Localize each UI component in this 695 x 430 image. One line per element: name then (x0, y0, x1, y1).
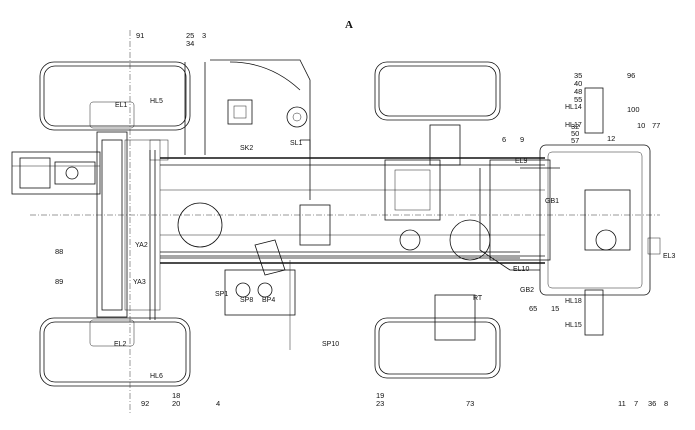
wheel-front-right (374, 317, 501, 379)
label-GB2: GB2 (520, 287, 534, 294)
callout-11: 11 (618, 399, 626, 408)
label-EL9: EL9 (515, 158, 528, 165)
label-SK2: SK2 (240, 145, 253, 152)
wheel-front-left (374, 61, 501, 121)
wheel-rear-right (39, 317, 191, 387)
view-title: A (345, 19, 353, 31)
label-YA3: YA3 (133, 279, 146, 286)
callout-8: 8 (664, 399, 668, 408)
frame (30, 30, 660, 415)
label-EL1: EL1 (115, 102, 128, 109)
callout-12: 12 (607, 134, 615, 143)
callout-10: 10 (637, 121, 645, 130)
label-RT: RT (473, 295, 483, 302)
cab-deck (149, 59, 311, 161)
callout-34: 34 (186, 39, 194, 48)
callout-91: 91 (136, 31, 144, 40)
callout-55: 55 (574, 95, 582, 104)
callout-18: 18 (172, 391, 180, 400)
callout-48: 48 (574, 87, 582, 96)
callout-4: 4 (216, 399, 220, 408)
callout-96: 96 (627, 71, 635, 80)
callout-88: 88 (55, 247, 63, 256)
front-section (539, 87, 661, 336)
label-HL18: HL18 (565, 298, 582, 305)
callout-50: 50 (571, 129, 579, 138)
label-HL5: HL5 (150, 98, 163, 105)
callout-36: 36 (648, 399, 656, 408)
callout-32: 32 (571, 122, 579, 131)
callout-6: 6 (502, 135, 506, 144)
callout-77: 77 (652, 121, 660, 130)
label-SP8: SP8 (240, 297, 253, 304)
label-BP4: BP4 (262, 297, 275, 304)
label-HL14: HL14 (565, 104, 582, 111)
label-SP10: SP10 (322, 341, 339, 348)
callout-3: 3 (202, 31, 206, 40)
label-EL2: EL2 (114, 341, 127, 348)
label-HL15: HL15 (565, 322, 582, 329)
callout-15: 15 (551, 304, 559, 313)
callout-92: 92 (141, 399, 149, 408)
callout-9: 9 (520, 135, 524, 144)
rear-axle (96, 131, 161, 318)
callout-20: 20 (172, 399, 180, 408)
label-SP1: SP1 (215, 291, 228, 298)
callout-25: 25 (186, 31, 194, 40)
wheel-rear-left (39, 61, 191, 131)
callout-57: 57 (571, 136, 579, 145)
label-EL3: EL3 (663, 253, 676, 260)
callout-100: 100 (627, 105, 640, 114)
callout-23: 23 (376, 399, 384, 408)
label-HL17: HL17 (565, 122, 582, 129)
wiring-harness (149, 139, 560, 350)
callout-7: 7 (634, 399, 638, 408)
tanks (224, 269, 476, 341)
rear-hitch (11, 151, 101, 195)
callout-40: 40 (574, 79, 582, 88)
engine-assembly (177, 124, 551, 276)
label-SL1: SL1 (290, 140, 303, 147)
callout-19: 19 (376, 391, 384, 400)
label-YA2: YA2 (135, 242, 148, 249)
label-EL10: EL10 (513, 266, 529, 273)
label-GB1: GB1 (545, 198, 559, 205)
callout-65: 65 (529, 304, 537, 313)
label-HL6: HL6 (150, 373, 163, 380)
callout-73: 73 (466, 399, 474, 408)
callout-89: 89 (55, 277, 63, 286)
callout-35: 35 (574, 71, 582, 80)
